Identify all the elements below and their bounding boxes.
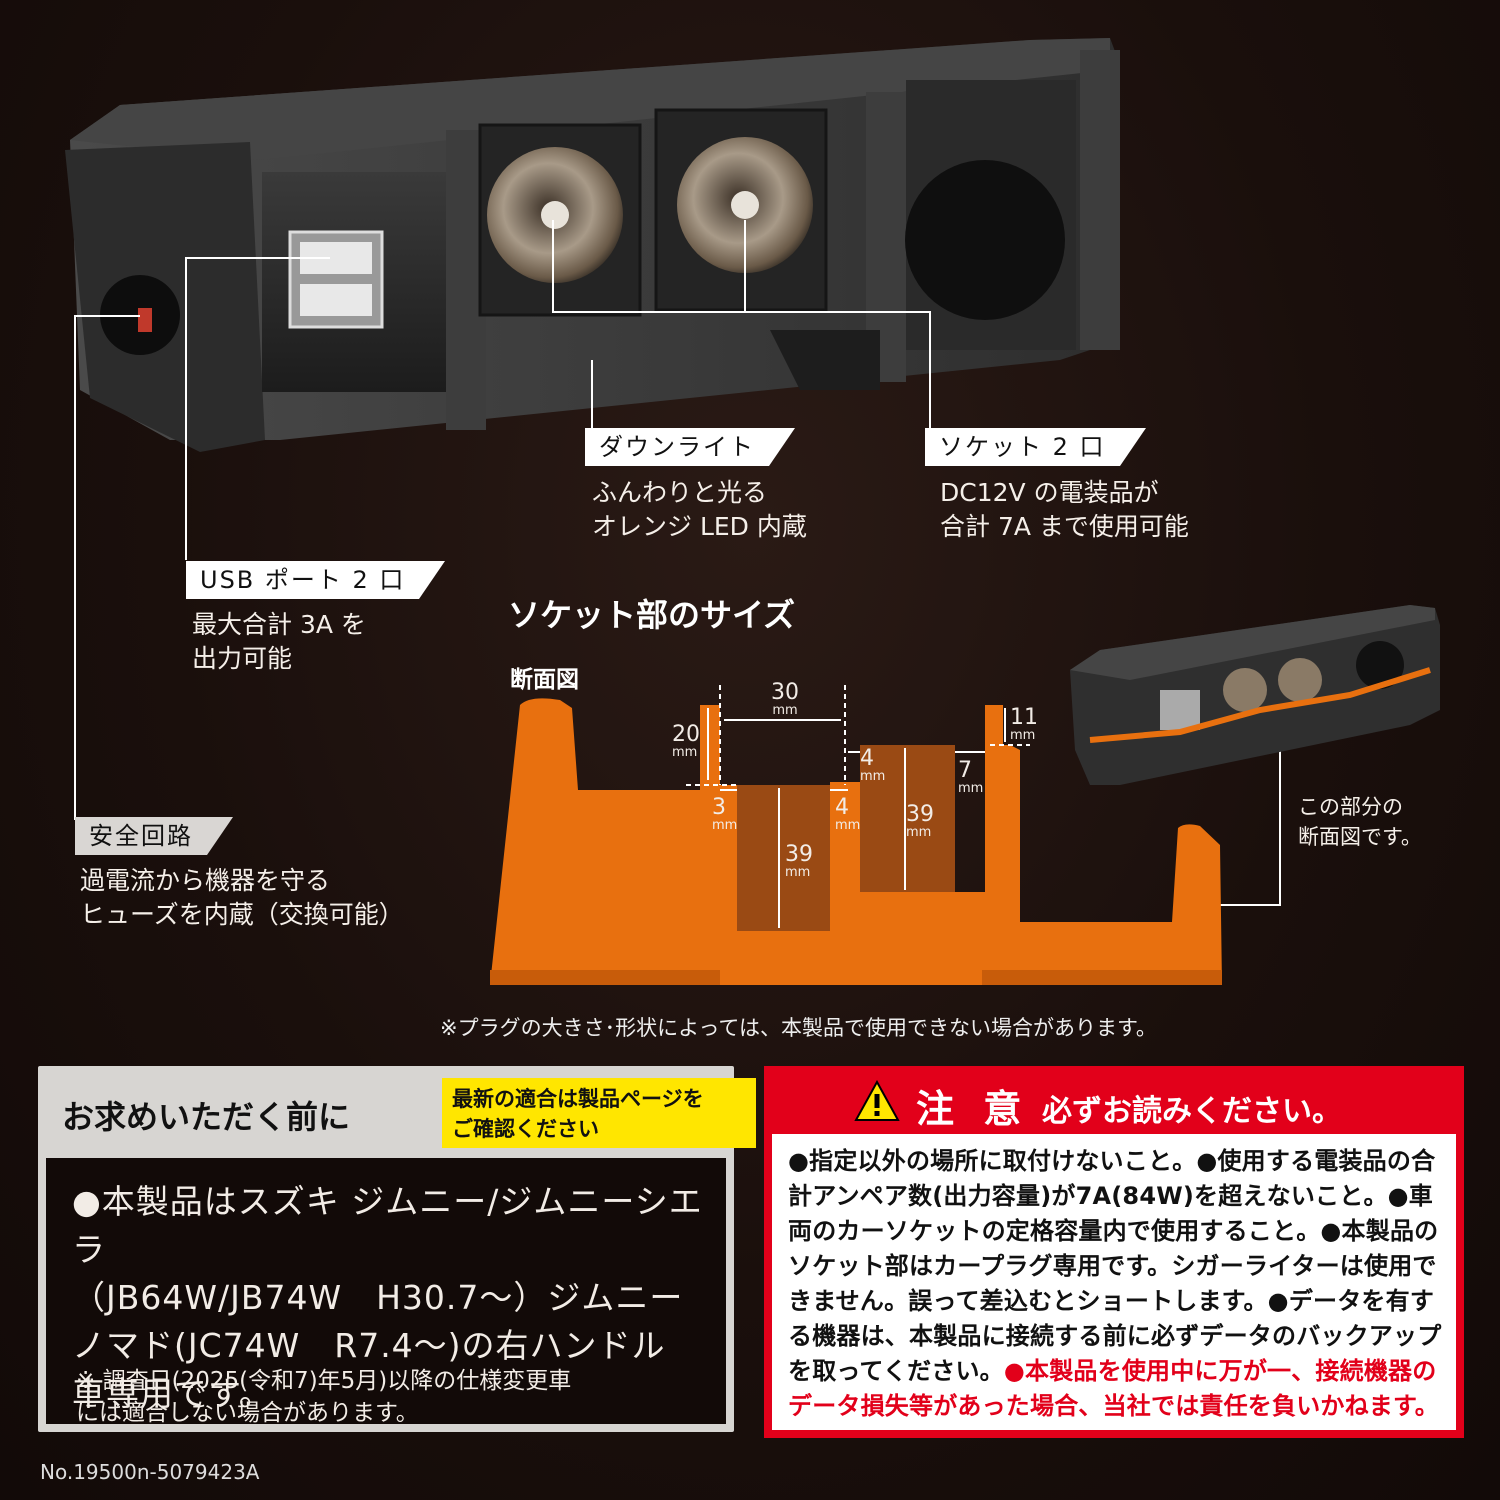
- downlight-label: ダウンライト: [585, 428, 795, 466]
- caution-header: 注 意 必ずお読みください。: [764, 1066, 1464, 1136]
- caution-text-red: ●本製品を使用中に万が一、接続機器のデータ損失等があった場合、当社では責任を負い…: [788, 1357, 1439, 1420]
- compat-line3: ノマド(JC74W R7.4～)の右ハンドル: [72, 1326, 666, 1365]
- dim-30-unit: mm: [772, 703, 798, 718]
- dim-39-right-value: 39: [906, 802, 934, 827]
- caution-body: ●指定以外の場所に取付けないこと。●使用する電装品の合計アンペア数(出力容量)が…: [772, 1134, 1456, 1430]
- dim-20-unit: mm: [672, 745, 698, 760]
- socket-desc-line1: DC12V の電装品が: [940, 478, 1159, 507]
- cavity-left: [737, 785, 830, 931]
- before-purchase-header: お求めいただく前に 最新の適合は製品ページを ご確認ください: [38, 1066, 756, 1158]
- usb-desc-line1: 最大合計 3A を: [192, 610, 366, 639]
- caution-subtitle: 必ずお読みください。: [1042, 1094, 1342, 1129]
- safety-desc-line2: ヒューズを内蔵（交換可能）: [80, 900, 404, 929]
- dim-4-top-value: 4: [860, 746, 874, 771]
- dim-3-value: 3: [712, 795, 726, 820]
- downlight-desc-line2: オレンジ LED 内蔵: [592, 512, 807, 541]
- safety-label: 安全回路: [75, 817, 233, 855]
- before-purchase-body: ●本製品はスズキ ジムニー/ジムニーシエラ （JB64W/JB74W H30.7…: [46, 1158, 726, 1426]
- cross-section-diagram: [490, 685, 1222, 985]
- inset-caption-line2: 断面図です。: [1298, 825, 1422, 849]
- badge-line2: ご確認ください: [452, 1117, 599, 1141]
- dim-39-left-unit: mm: [785, 865, 811, 880]
- plug-note: ※プラグの大きさ･形状によっては、本製品で使用できない場合があります。: [440, 1016, 1157, 1040]
- dim-3-unit: mm: [712, 818, 738, 833]
- compat-line4: 車専用です。: [72, 1374, 273, 1413]
- badge-line1: 最新の適合は製品ページを: [452, 1087, 704, 1111]
- dim-4-top-unit: mm: [860, 769, 886, 784]
- dim-11-value: 11: [1010, 705, 1038, 730]
- before-purchase-box: お求めいただく前に 最新の適合は製品ページを ご確認ください ●本製品はスズキ …: [38, 1066, 756, 1432]
- usb-desc: 最大合計 3A を 出力可能: [192, 608, 366, 676]
- inset-caption: この部分の 断面図です。: [1298, 792, 1422, 852]
- before-purchase-title: お求めいただく前に: [62, 1098, 351, 1136]
- model-number: No.19500n-5079423A: [40, 1460, 260, 1484]
- dim-7-unit: mm: [958, 781, 984, 796]
- dim-4-bottom-value: 4: [835, 795, 849, 820]
- usb-label: USB ポート 2 口: [186, 561, 446, 599]
- downlight-desc: ふんわりと光る オレンジ LED 内蔵: [592, 476, 807, 544]
- survey-note: ※ 調査日(2025(令和7)年5月)以降の仕様変更車 には適合しない場合があり…: [76, 1365, 716, 1429]
- dim-20-value: 20: [672, 722, 700, 747]
- socket-label: ソケット 2 口: [925, 428, 1146, 466]
- dim-11-unit: mm: [1010, 728, 1036, 743]
- dim-4-bottom-unit: mm: [835, 818, 861, 833]
- compat-line1: ●本製品はスズキ ジムニー/ジムニーシエラ: [72, 1182, 703, 1269]
- caution-title: 注 意: [916, 1087, 1030, 1131]
- cross-section-shape: [490, 698, 1222, 985]
- compatibility-text: ●本製品はスズキ ジムニー/ジムニーシエラ （JB64W/JB74W H30.7…: [72, 1178, 722, 1418]
- caution-box: 注 意 必ずお読みください。 ●指定以外の場所に取付けないこと。●使用する電装品…: [764, 1066, 1464, 1438]
- dim-30-value: 30: [771, 680, 799, 705]
- socket-desc-line2: 合計 7A まで使用可能: [940, 512, 1189, 541]
- usb-desc-line2: 出力可能: [192, 644, 293, 673]
- leader-lines: [74, 220, 1281, 911]
- compatibility-badge: 最新の適合は製品ページを ご確認ください: [442, 1078, 756, 1148]
- dim-39-left-value: 39: [785, 842, 813, 867]
- caution-text: ●指定以外の場所に取付けないこと。●使用する電装品の合計アンペア数(出力容量)が…: [788, 1147, 1442, 1385]
- product-photo: [65, 38, 1120, 452]
- cavity-right: [860, 745, 955, 892]
- safety-desc: 過電流から機器を守る ヒューズを内蔵（交換可能）: [80, 864, 404, 932]
- cross-section-label: 断面図: [510, 667, 579, 693]
- warning-icon: [854, 1080, 900, 1121]
- socket-desc: DC12V の電装品が 合計 7A まで使用可能: [940, 476, 1189, 544]
- socket-size-title: ソケット部のサイズ: [508, 596, 796, 634]
- inset-product-image: [1070, 605, 1440, 785]
- survey-note-line2: には適合しない場合があります。: [76, 1400, 419, 1426]
- inset-caption-line1: この部分の: [1298, 795, 1403, 819]
- dim-7-value: 7: [958, 758, 972, 783]
- survey-note-line1: ※ 調査日(2025(令和7)年5月)以降の仕様変更車: [76, 1368, 572, 1394]
- safety-desc-line1: 過電流から機器を守る: [80, 866, 331, 895]
- downlight-desc-line1: ふんわりと光る: [592, 478, 768, 507]
- compat-line2: （JB64W/JB74W H30.7～）ジムニー: [72, 1278, 684, 1317]
- dim-39-right-unit: mm: [906, 825, 932, 840]
